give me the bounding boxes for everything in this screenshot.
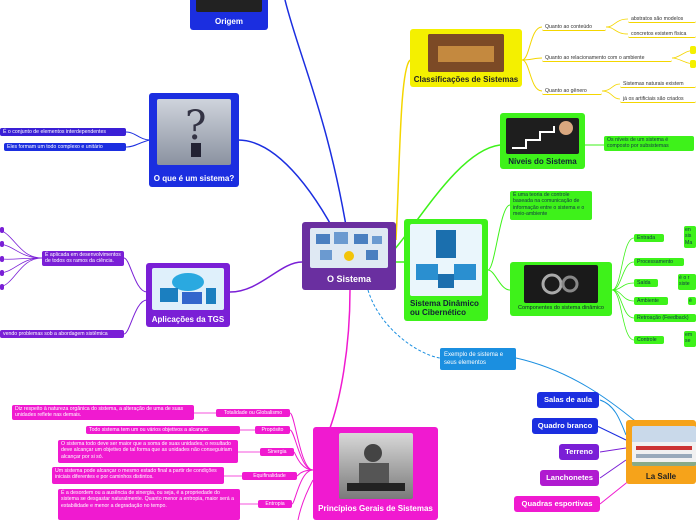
applications-sub-1[interactable] bbox=[0, 227, 4, 233]
dynamic-title: Sistema Dinâmico ou Cibernético bbox=[410, 299, 479, 317]
principles-node[interactable]: Princípios Gerais de Sistemas bbox=[313, 427, 438, 520]
what-is-node[interactable]: ? O que é um sistema? bbox=[149, 93, 239, 187]
classification-group-1-item-1[interactable]: abstratos são modelos bbox=[628, 15, 696, 23]
component-2[interactable]: Processamento bbox=[634, 258, 684, 266]
component-3[interactable]: Saída bbox=[634, 279, 658, 287]
dynamic-node[interactable]: Sistema Dinâmico ou Cibernético bbox=[404, 219, 488, 321]
levels-title: Níveis do Sistema bbox=[508, 157, 577, 166]
levels-node[interactable]: Níveis do Sistema bbox=[500, 113, 585, 169]
applications-item-2[interactable]: vendo problemas sob a abordagem sistêmic… bbox=[0, 330, 124, 338]
applications-sub-5[interactable] bbox=[0, 284, 4, 290]
component-3-detail[interactable]: é o r siste bbox=[678, 274, 696, 290]
component-1-detail[interactable]: en sis Ma bbox=[684, 226, 696, 248]
component-6[interactable]: Controle bbox=[634, 336, 664, 344]
applications-sub-4[interactable] bbox=[0, 270, 4, 276]
example-item-quadro[interactable]: Quadro branco bbox=[532, 418, 598, 434]
principle-desc-4[interactable]: Um sistema pode alcançar o mesmo estado … bbox=[52, 467, 224, 484]
principle-desc-1[interactable]: Diz respeito à natureza orgânica do sist… bbox=[12, 405, 194, 420]
components-image bbox=[524, 265, 598, 303]
component-1[interactable]: Entrada bbox=[634, 234, 664, 242]
lasalle-node[interactable]: La Salle bbox=[626, 420, 696, 484]
levels-desc[interactable]: Os níveis de um sistema é composto por s… bbox=[604, 136, 694, 151]
classification-group-3-item-2[interactable]: já os artificiais são criados bbox=[620, 95, 696, 103]
applications-item-1[interactable]: É aplicada em desenvolvimentos de todos … bbox=[42, 251, 124, 266]
classification-group-1-item-2[interactable]: concretos existem física bbox=[628, 30, 696, 38]
example-label[interactable]: Exemplo de sistema e seus elementos bbox=[440, 348, 516, 370]
classification-group-2-item-1[interactable] bbox=[690, 46, 696, 54]
lasalle-image bbox=[632, 426, 696, 466]
lasalle-title: La Salle bbox=[645, 472, 677, 481]
applications-sub-2[interactable] bbox=[0, 241, 4, 247]
example-item-quadras[interactable]: Quadras esportivas bbox=[514, 496, 600, 512]
classification-group-2-item-2[interactable] bbox=[690, 60, 696, 68]
central-image bbox=[310, 228, 388, 268]
dynamic-desc[interactable]: É uma teoria de controle baseada na comu… bbox=[510, 191, 592, 220]
example-item-terreno[interactable]: Terreno bbox=[559, 444, 599, 460]
applications-image bbox=[152, 268, 224, 310]
principle-desc-3[interactable]: O sistema todo deve ser maior que a soma… bbox=[58, 440, 238, 463]
example-item-lanchonetes[interactable]: Lanchonetes bbox=[540, 470, 599, 486]
origem-node[interactable]: Origem bbox=[190, 0, 268, 30]
dynamic-image bbox=[410, 224, 482, 296]
principle-label-2[interactable]: Propósito bbox=[255, 426, 290, 434]
classifications-title: Classificações de Sistemas bbox=[413, 75, 519, 84]
principles-image bbox=[339, 433, 413, 499]
origem-title: Origem bbox=[214, 17, 243, 26]
principle-desc-2[interactable]: Todo sistema tem um ou vários objetivos … bbox=[86, 426, 240, 434]
component-4-detail[interactable]: é bbox=[688, 297, 696, 305]
what-is-item-1[interactable]: É o conjunto de elementos interdependent… bbox=[0, 128, 126, 136]
origem-image bbox=[196, 0, 262, 12]
component-5[interactable]: Retroação (Feedback) bbox=[634, 314, 696, 322]
principle-label-3[interactable]: Sinergia bbox=[260, 448, 294, 456]
example-item-salas[interactable]: Salas de aula bbox=[537, 392, 599, 408]
svg-text:?: ? bbox=[185, 103, 206, 149]
principle-desc-5[interactable]: É a desordem ou a ausência de sinergia, … bbox=[58, 489, 240, 520]
applications-node[interactable]: Aplicações da TGS bbox=[146, 263, 230, 327]
classification-group-2[interactable]: Quanto ao relacionamento com o ambiente bbox=[542, 54, 672, 62]
central-title: O Sistema bbox=[326, 274, 372, 284]
principle-label-1[interactable]: Totalidade ou Globalismo bbox=[216, 409, 290, 417]
classification-group-3-item-1[interactable]: Sistemas naturais existem bbox=[620, 80, 696, 88]
classifications-node[interactable]: Classificações de Sistemas bbox=[410, 29, 522, 87]
what-is-title: O que é um sistema? bbox=[153, 174, 235, 183]
classification-group-3[interactable]: Quanto ao gênero bbox=[542, 87, 602, 95]
what-is-image: ? bbox=[157, 99, 231, 165]
component-4[interactable]: Ambiente bbox=[634, 297, 668, 305]
principles-title: Princípios Gerais de Sistemas bbox=[318, 504, 433, 513]
principle-label-5[interactable]: Entropia bbox=[258, 500, 292, 508]
central-node[interactable]: O Sistema bbox=[302, 222, 396, 290]
components-node[interactable]: Componentes do sistema dinâmico bbox=[510, 262, 612, 316]
what-is-item-2[interactable]: Eles formam um todo complexo e unitário bbox=[4, 143, 126, 151]
component-6-detail[interactable]: em se bbox=[684, 331, 696, 347]
principle-label-4[interactable]: Equifinalidade bbox=[242, 472, 297, 480]
applications-sub-3[interactable] bbox=[0, 256, 4, 262]
levels-image bbox=[506, 118, 579, 154]
applications-title: Aplicações da TGS bbox=[151, 315, 225, 324]
classifications-image bbox=[428, 34, 504, 72]
components-title: Componentes do sistema dinâmico bbox=[518, 305, 604, 311]
classification-group-1[interactable]: Quanto ao conteúdo bbox=[542, 23, 606, 31]
